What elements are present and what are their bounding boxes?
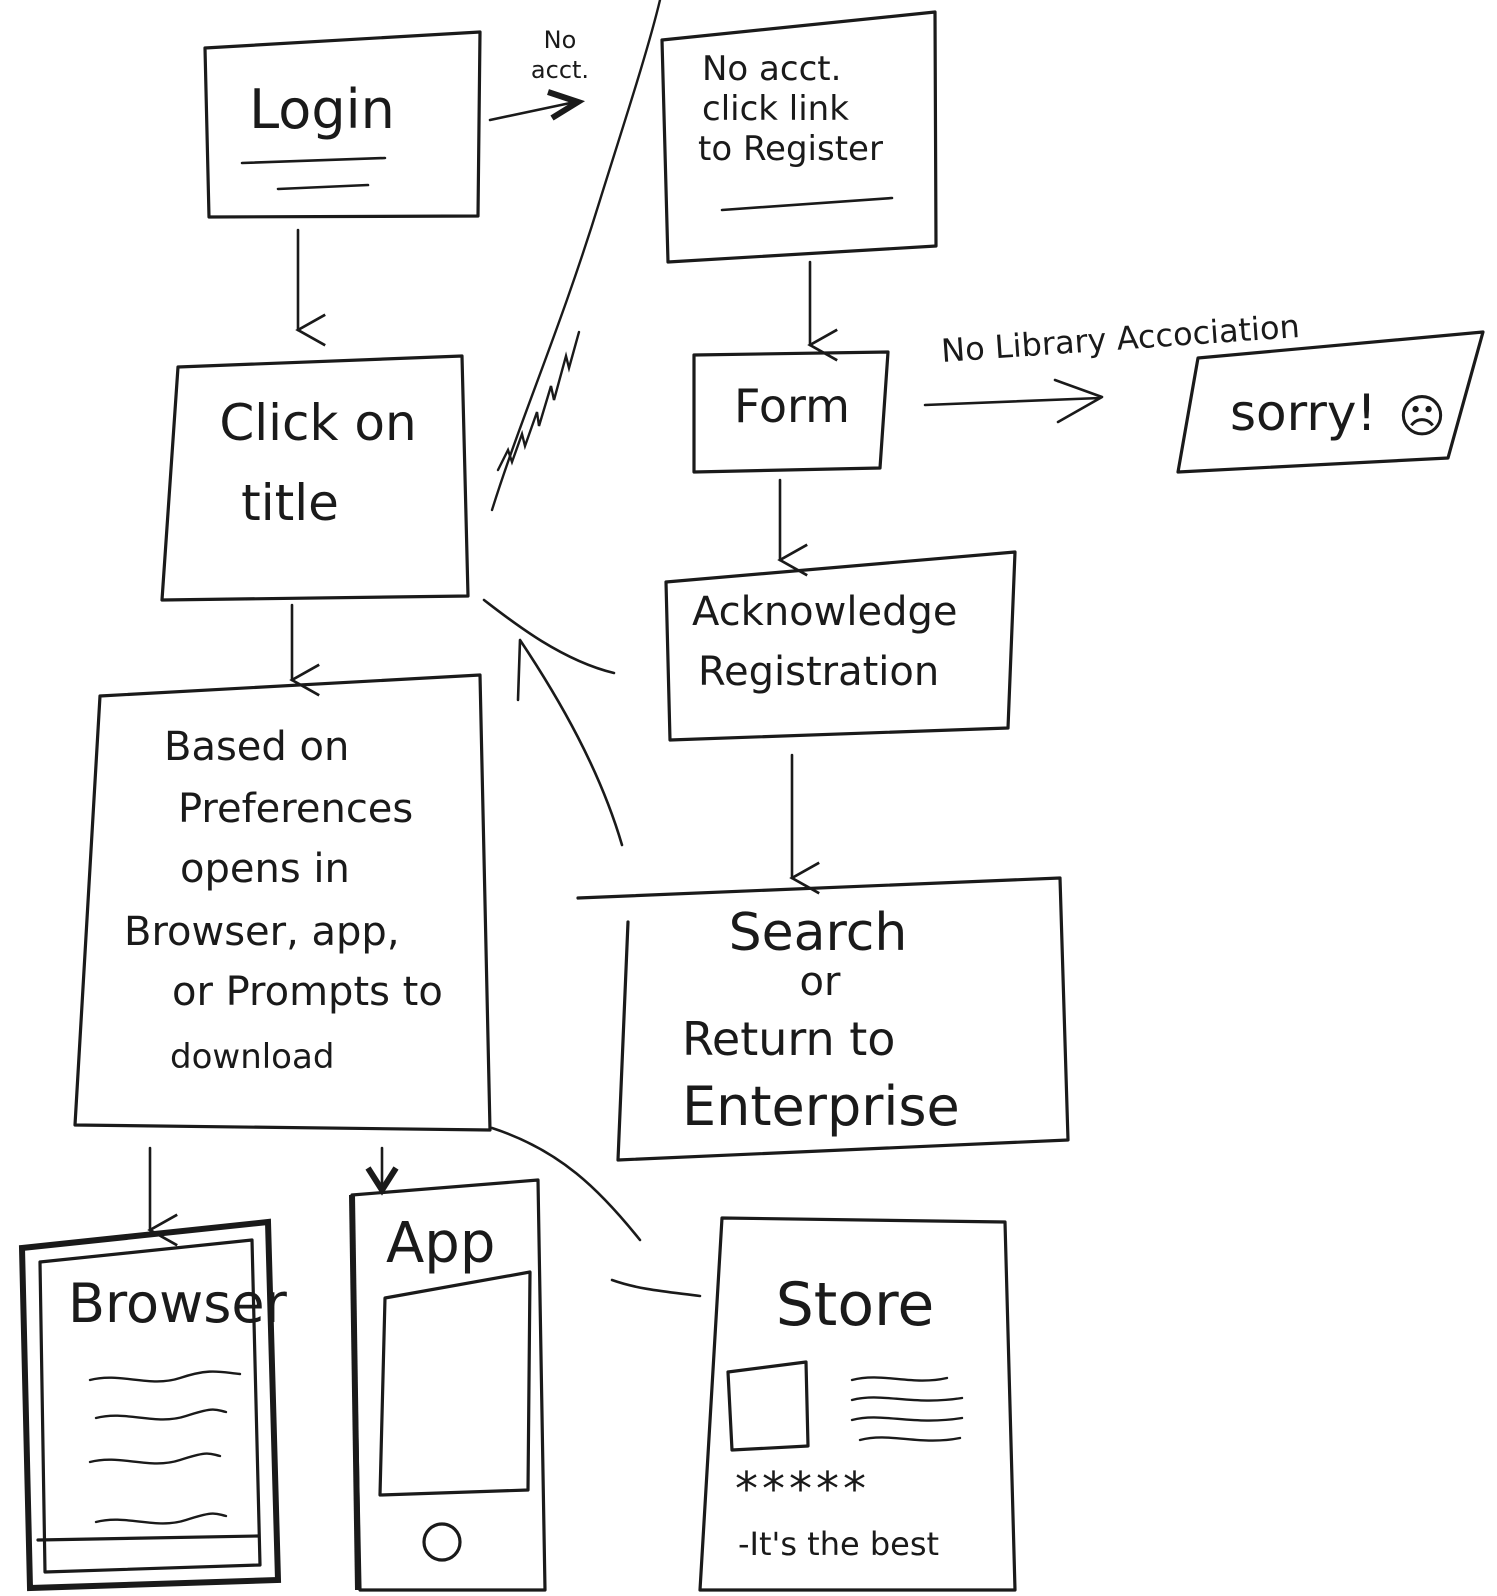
search-box: Search or Return to Enterprise (576, 876, 1070, 1162)
based-on-line-1: Based on (164, 724, 349, 770)
home-button-icon (422, 1522, 462, 1562)
no-acct-label-2: acct. (531, 56, 589, 84)
browser-text-line-4 (94, 1512, 228, 1525)
click-title-line-1: Click on (219, 394, 416, 452)
sorry-title: sorry! (1230, 384, 1377, 442)
curve-based-on-to-store-2 (610, 1278, 702, 1298)
store-text-line-2 (850, 1396, 964, 1402)
login-password-line (276, 183, 370, 191)
click-title-line-2: title (241, 474, 339, 532)
star-rating-icon: ***** (735, 1462, 870, 1516)
browser-text-line-1 (88, 1370, 242, 1383)
diagonal-connector-line (490, 0, 662, 512)
based-on-line-5: or Prompts to (172, 969, 443, 1015)
app-title: App (386, 1211, 495, 1276)
arrowhead-form-to-sorry (1053, 378, 1104, 424)
curve-based-on-to-store-1 (490, 1126, 642, 1242)
search-line-4: Enterprise (682, 1075, 960, 1138)
app-screen (378, 1270, 532, 1497)
no-acct-edge: No acct. (488, 26, 589, 122)
login-title: Login (249, 78, 395, 141)
store-text-line-3 (850, 1416, 964, 1422)
register-text-line-2: click link (702, 89, 849, 129)
login-username-line (240, 156, 387, 165)
diagonal-connector-scribble (496, 330, 581, 472)
arrowhead-login-to-register (547, 89, 586, 121)
no-acct-label-1: No (544, 26, 577, 54)
register-link-box: No acct. click link to Register (660, 10, 938, 264)
register-text-line-1: No acct. (702, 49, 841, 89)
acknowledge-box: Acknowledge Registration (664, 550, 1017, 742)
search-line-3: Return to (682, 1012, 895, 1066)
browser-title: Browser (68, 1272, 288, 1335)
acknowledge-line-2: Registration (698, 649, 939, 695)
arrowhead-based-on-to-app (365, 1166, 399, 1196)
store-text-line-4 (858, 1436, 962, 1442)
based-on-line-3: opens in (180, 846, 350, 892)
curve-search-to-click-title (516, 638, 624, 847)
app-phone: App (349, 1178, 547, 1592)
store-text-line-1 (850, 1376, 949, 1382)
register-link-underline (720, 196, 894, 212)
acknowledge-line-1: Acknowledge (692, 589, 957, 635)
browser-text-line-3 (88, 1452, 222, 1465)
store-title: Store (776, 1270, 935, 1340)
based-on-line-2: Preferences (178, 786, 413, 832)
form-box: Form (692, 350, 890, 474)
based-on-line-4: Browser, app, (124, 909, 400, 955)
store-product-image (726, 1360, 810, 1452)
no-library-label: No Library Accociation (940, 307, 1301, 370)
store-page: Store ***** -It's the best (698, 1216, 1017, 1592)
login-box: Login (203, 30, 482, 219)
search-line-1: Search (729, 903, 908, 963)
search-line-2: or (800, 959, 841, 1005)
curve-acknowledge-to-click-title (482, 598, 616, 675)
store-review-text: -It's the best (738, 1525, 939, 1563)
arrow-login-to-register (488, 100, 577, 122)
arrow-form-to-sorry (923, 396, 1102, 407)
based-on-line-6: download (170, 1037, 334, 1077)
register-text-line-3: to Register (698, 129, 883, 169)
based-on-box: Based on Preferences opens in Browser, a… (73, 673, 492, 1132)
browser-text-line-2 (94, 1408, 228, 1421)
click-title-box: Click on title (160, 354, 470, 602)
browser-window: Browser (18, 1218, 288, 1592)
sad-face-icon: ☹ (1398, 389, 1446, 443)
form-title: Form (734, 379, 850, 433)
sorry-box: sorry! ☹ (1176, 330, 1485, 474)
